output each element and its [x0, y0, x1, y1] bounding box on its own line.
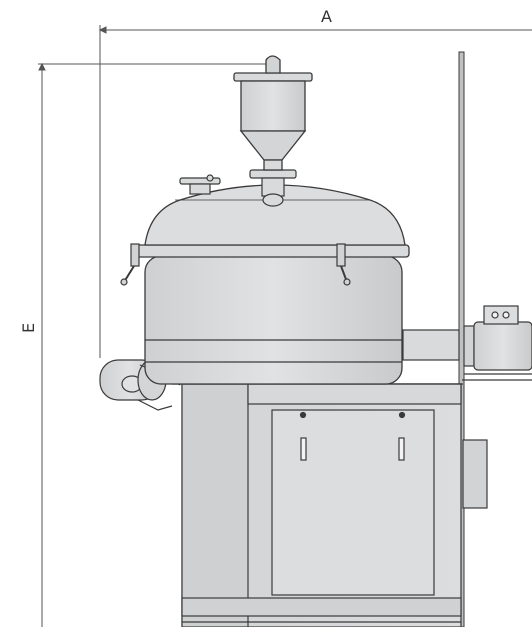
- mixing-vessel: [134, 244, 410, 385]
- dimension-label-a: A: [321, 7, 332, 26]
- dimension-e: [38, 62, 272, 627]
- dimension-a: [98, 25, 532, 358]
- feed-hopper: [233, 55, 313, 171]
- lid-port: [179, 174, 221, 195]
- door-handles: [299, 411, 406, 461]
- lid-clamp-right: [336, 243, 351, 286]
- right-motor: [402, 305, 532, 381]
- base-cabinet: [172, 383, 463, 628]
- center-valve: [249, 169, 297, 207]
- lid-clamp-left: [120, 243, 140, 286]
- side-box: [462, 439, 488, 509]
- dimension-label-e: E: [19, 322, 39, 334]
